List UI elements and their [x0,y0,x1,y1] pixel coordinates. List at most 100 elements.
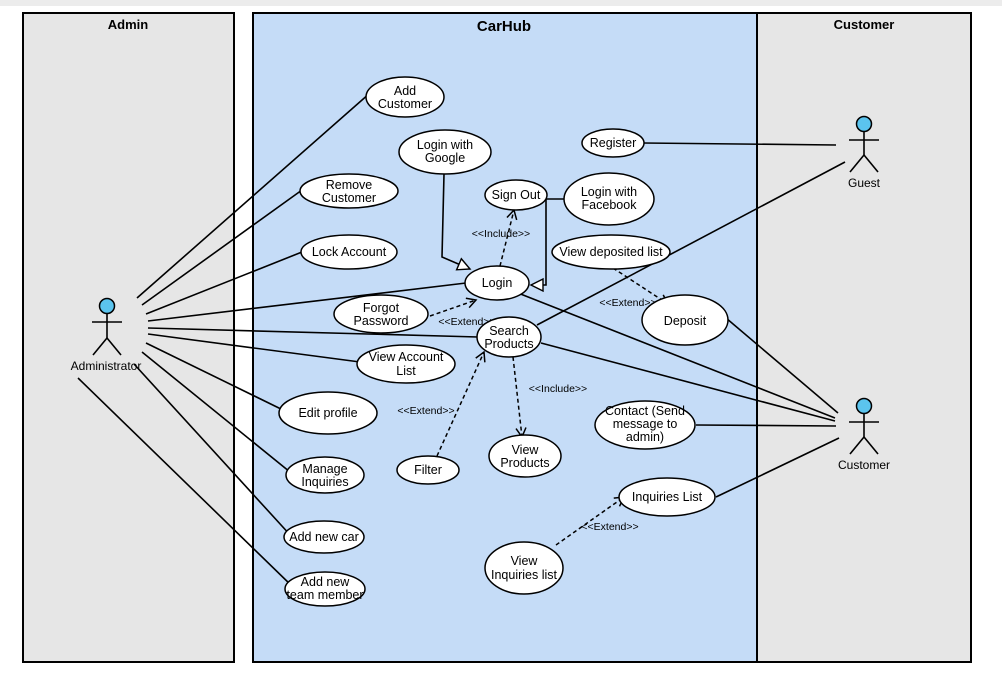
use-case-inquiries-list[interactable]: Inquiries List [618,477,716,517]
extend-forgot-login [429,297,478,317]
generalization-facebook-login [531,198,566,285]
use-case-register[interactable]: Register [581,128,645,158]
use-case-label: message to [613,417,678,431]
use-case-label: Add new car [289,530,358,544]
use-case-remove-customer[interactable]: Remove Customer [299,173,399,209]
actor-head-icon [855,115,873,133]
use-case-label: Inquiries List [632,490,703,504]
use-case-label: Login with [417,138,473,152]
use-case-view-deposited-list[interactable]: View deposited list [551,234,671,270]
assoc-customer-contact [695,424,837,427]
assoc-admin-view-account [147,333,361,363]
include-login-signout [499,208,518,267]
use-case-label: View Account [369,350,444,364]
assoc-customer-inquiries-list [715,437,840,498]
assoc-customer-deposit [725,317,839,414]
use-case-label: Password [354,314,409,328]
use-case-label: Contact (Send [605,404,685,418]
use-case-manage-inquiries[interactable]: Manage Inquiries [285,456,365,494]
admin-lane [22,12,235,663]
assoc-guest-register [642,142,837,146]
use-case-label: View [512,443,540,457]
assoc-admin-manage-inquiries [141,351,291,473]
customer-lane [756,12,972,663]
use-case-label: Customer [322,191,376,205]
label-extend-forgot: <<Extend>> [438,316,495,328]
use-case-label: Edit profile [298,406,357,420]
label-include-view-products: <<Include>> [529,383,587,395]
use-case-label: View deposited list [559,245,663,259]
actor-guest[interactable]: Guest [848,115,881,191]
use-case-label: Manage [302,462,347,476]
use-case-forgot-password[interactable]: Forgot Password [333,294,429,334]
use-case-login[interactable]: Login [464,265,530,301]
assoc-admin-add-team [77,377,295,589]
carhub-title: CarHub [477,18,531,35]
use-case-view-account-list[interactable]: View Account List [356,344,456,384]
actor-head-icon [98,297,116,315]
assoc-admin-login [147,282,467,322]
use-case-filter[interactable]: Filter [396,455,460,485]
use-case-add-team-member[interactable]: Add new team member [284,571,366,607]
use-case-label: Search [489,324,529,338]
assoc-admin-remove-customer [141,189,303,306]
assoc-guest-search [536,161,846,326]
assoc-admin-search [147,327,479,338]
actor-administrator[interactable]: Administrator [71,297,142,374]
use-case-label: Sign Out [492,188,541,202]
use-case-label: Login with [581,185,637,199]
use-case-view-inquiries-list[interactable]: View Inquiries list [484,541,564,595]
assoc-customer-search [540,342,836,422]
customer-lane-title: Customer [834,17,895,32]
use-case-label: Deposit [664,314,707,328]
actor-label: Customer [838,458,890,472]
use-case-contact[interactable]: Contact (Send message to admin) [594,400,696,450]
use-case-label: Lock Account [312,245,387,259]
label-extend-inquiries: <<Extend>> [581,521,638,533]
use-case-sign-out[interactable]: Sign Out [484,179,548,211]
use-case-login-google[interactable]: Login with Google [398,129,492,175]
use-case-label: Remove [326,178,373,192]
use-case-label: Google [425,151,465,165]
assoc-customer-login [517,292,836,419]
use-case-edit-profile[interactable]: Edit profile [278,391,378,435]
use-case-lock-account[interactable]: Lock Account [300,234,398,270]
extend-filter-search [436,350,486,457]
use-case-label: Facebook [582,198,638,212]
actor-head-icon [855,397,873,415]
label-extend-filter: <<Extend>> [397,405,454,417]
assoc-admin-edit-profile [145,342,284,411]
actor-label: Guest [848,176,881,190]
use-case-label: Register [590,136,637,150]
use-case-label: Products [484,337,533,351]
admin-lane-title: Admin [108,17,149,32]
use-case-label: Add new [301,575,351,589]
use-case-search-products[interactable]: Search Products [476,316,542,358]
window-top-bar [0,0,1002,6]
use-case-label: Customer [378,97,432,111]
generalization-google-login [441,173,470,269]
use-case-label: View [511,554,539,568]
use-case-label: List [396,364,416,378]
use-case-label: Products [500,456,549,470]
extend-deposited-deposit [612,267,670,305]
label-extend-deposit: <<Extend>> [599,297,656,309]
use-case-add-new-car[interactable]: Add new car [283,520,365,554]
assoc-admin-add-customer [136,92,371,299]
use-case-label: admin) [626,430,664,444]
use-case-label: Add [394,84,416,98]
use-case-add-customer[interactable]: Add Customer [365,76,445,118]
use-case-label: team member [286,588,363,602]
use-case-label: Inquiries [301,475,348,489]
use-case-deposit[interactable]: Deposit [641,294,729,346]
use-case-label: Inquiries list [491,568,558,582]
use-case-view-products[interactable]: View Products [488,434,562,478]
actor-customer[interactable]: Customer [838,397,890,473]
use-case-login-facebook[interactable]: Login with Facebook [563,172,655,226]
use-case-label: Forgot [363,301,400,315]
assoc-admin-lock-account [145,251,303,315]
actor-label: Administrator [71,359,142,373]
use-case-label: Filter [414,463,442,477]
use-case-label: Login [482,276,513,290]
